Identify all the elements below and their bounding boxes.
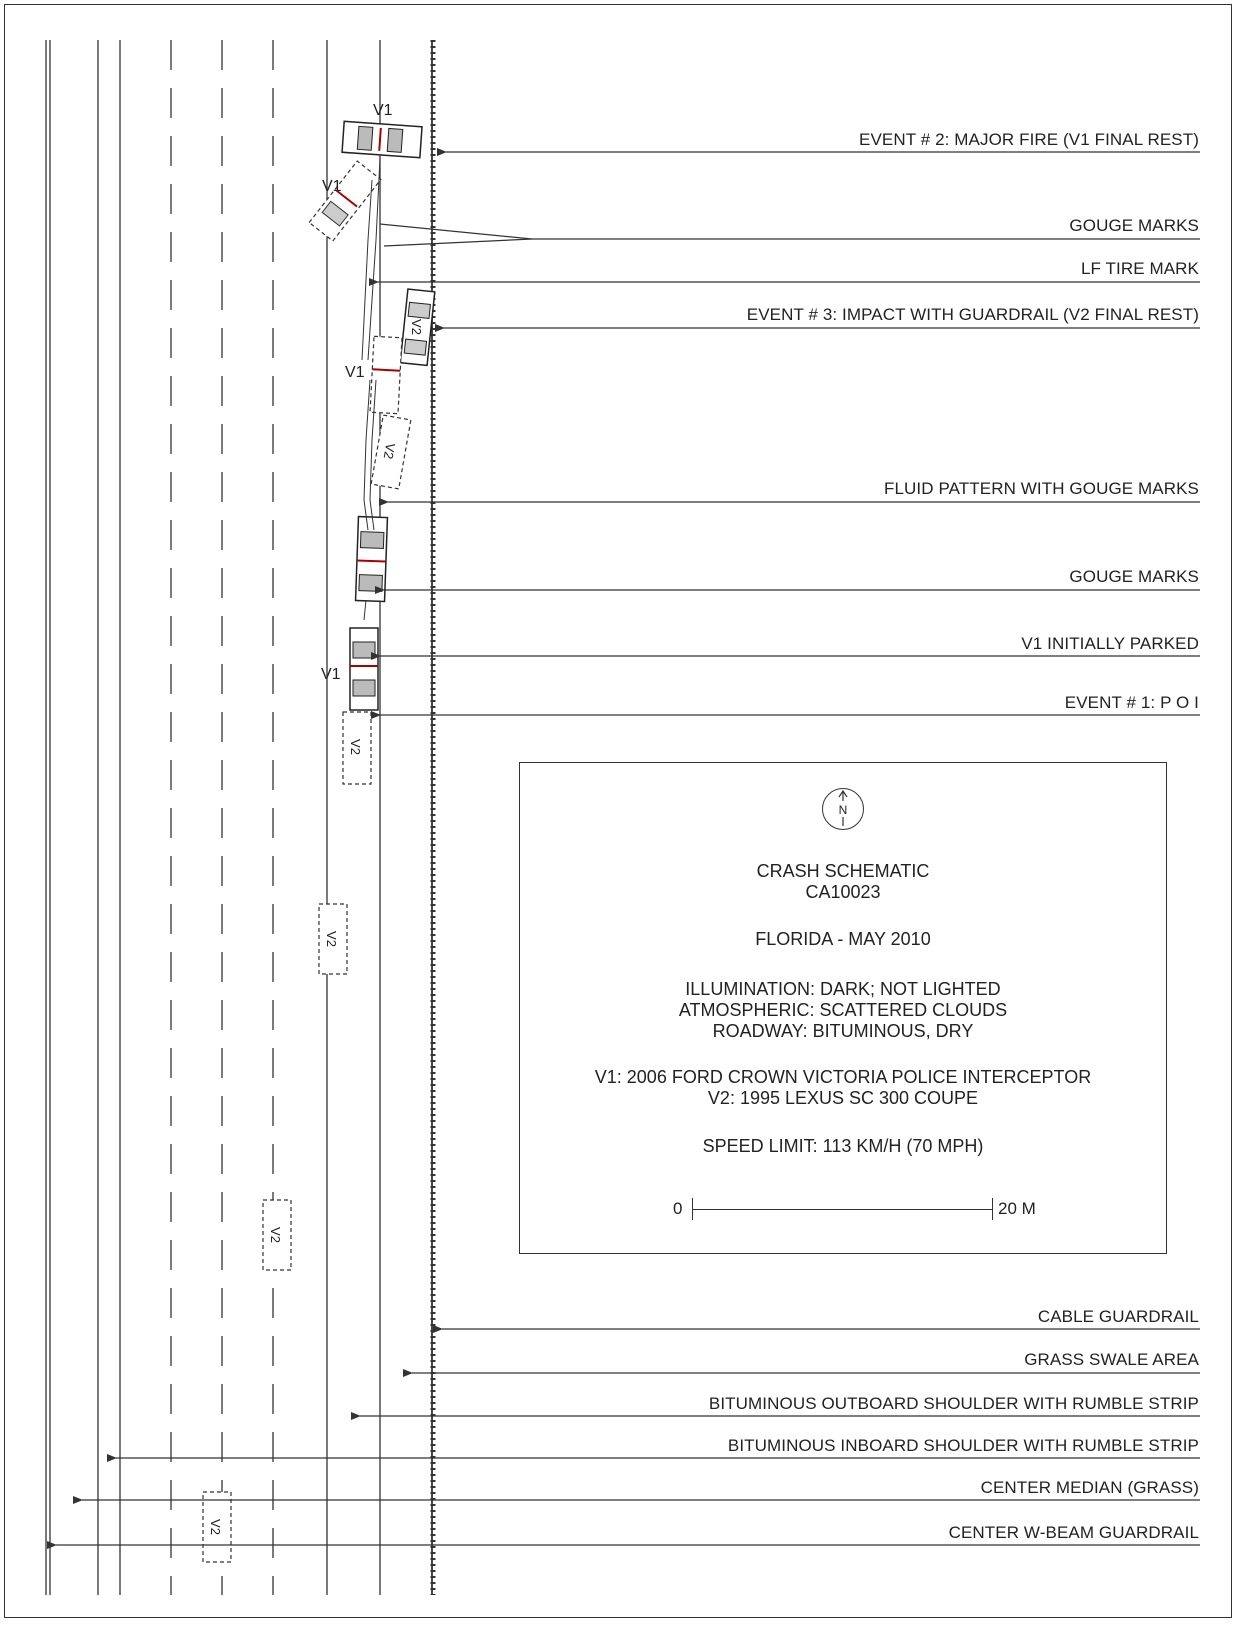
callout-leaders [47, 148, 1200, 1549]
callout-center-guardrail: CENTER W-BEAM GUARDRAIL [948, 1523, 1199, 1542]
callout-event1: EVENT # 1: P O I [1064, 693, 1199, 712]
callout-outboard-shoulder: BITUMINOUS OUTBOARD SHOULDER WITH RUMBLE… [708, 1394, 1199, 1413]
callout-gouge-marks-mid: GOUGE MARKS [1069, 567, 1199, 586]
location-date: FLORIDA - MAY 2010 [755, 929, 931, 949]
vehicle-v1-final-rest [341, 120, 423, 159]
scale-start-label: 0 [673, 1199, 683, 1218]
callout-gouge-marks-top: GOUGE MARKS [1069, 216, 1199, 235]
callout-grass-swale: GRASS SWALE AREA [1024, 1350, 1199, 1369]
vehicle-v2-approach-3 [262, 1199, 292, 1271]
v1-label-postimpact: V1 [345, 364, 365, 381]
roadway-lines [45, 40, 436, 1595]
scale-tick-end [992, 1198, 993, 1220]
atmospheric: ATMOSPHERIC: SCATTERED CLOUDS [678, 1000, 1008, 1020]
v1-label-rotating: V1 [322, 178, 342, 195]
vehicle-v2-final-rest [399, 288, 436, 367]
north-arrow-icon: N [822, 788, 864, 830]
callout-event2: EVENT # 2: MAJOR FIRE (V1 FINAL REST) [859, 130, 1199, 149]
case-id: CA10023 [805, 882, 881, 902]
callout-event3: EVENT # 3: IMPACT WITH GUARDRAIL (V2 FIN… [746, 305, 1199, 324]
vehicle-v1-initially-parked [349, 627, 379, 711]
schematic-frame [4, 4, 1232, 1618]
v1-label-parked: V1 [321, 666, 341, 683]
v2-description: V2: 1995 LEXUS SC 300 COUPE [707, 1088, 979, 1108]
scale-end-label: 20 M [998, 1199, 1036, 1218]
v2-label-final: V2 [408, 319, 424, 335]
info-box: CRASH SCHEMATIC CA10023 FLORIDA - MAY 20… [519, 762, 1167, 1254]
schematic-title: CRASH SCHEMATIC [756, 861, 930, 881]
v2-label-approach-3: V2 [267, 1227, 283, 1243]
vehicle-v2-approach-4 [202, 1491, 232, 1563]
vehicle-v2-approach-1 [342, 711, 372, 785]
north-label: N [838, 803, 848, 817]
callout-inboard-shoulder: BITUMINOUS INBOARD SHOULDER WITH RUMBLE … [727, 1436, 1199, 1455]
vehicle-v2-postimpact [370, 414, 412, 490]
vehicle-v1-rotating [308, 160, 382, 242]
illumination: ILLUMINATION: DARK; NOT LIGHTED [685, 979, 1001, 999]
vehicle-v1-postimpact [369, 335, 403, 415]
callout-fluid-pattern: FLUID PATTERN WITH GOUGE MARKS [884, 479, 1199, 498]
v1-description: V1: 2006 FORD CROWN VICTORIA POLICE INTE… [594, 1067, 1092, 1087]
vehicle-v2-approach-2 [318, 903, 348, 975]
callout-cable-guardrail: CABLE GUARDRAIL [1037, 1307, 1199, 1326]
scale-bar [693, 1209, 993, 1210]
callout-lf-tire-mark: LF TIRE MARK [1080, 259, 1199, 278]
callout-center-median: CENTER MEDIAN (GRASS) [980, 1478, 1199, 1497]
roadway: ROADWAY: BITUMINOUS, DRY [712, 1021, 974, 1041]
v2-label-approach-1: V2 [347, 739, 363, 755]
v2-label-approach-4: V2 [207, 1519, 223, 1535]
speed-limit: SPEED LIMIT: 113 KM/H (70 MPH) [702, 1136, 984, 1156]
scale-tick-start [692, 1198, 693, 1220]
tire-marks [361, 157, 381, 621]
vehicle-v1-parked-shifted [354, 515, 389, 603]
callout-v1-parked: V1 INITIALLY PARKED [1021, 634, 1199, 653]
v1-label-final: V1 [373, 102, 393, 119]
v2-label-approach-2: V2 [323, 931, 339, 947]
v2-label-postimpact: V2 [380, 441, 399, 461]
